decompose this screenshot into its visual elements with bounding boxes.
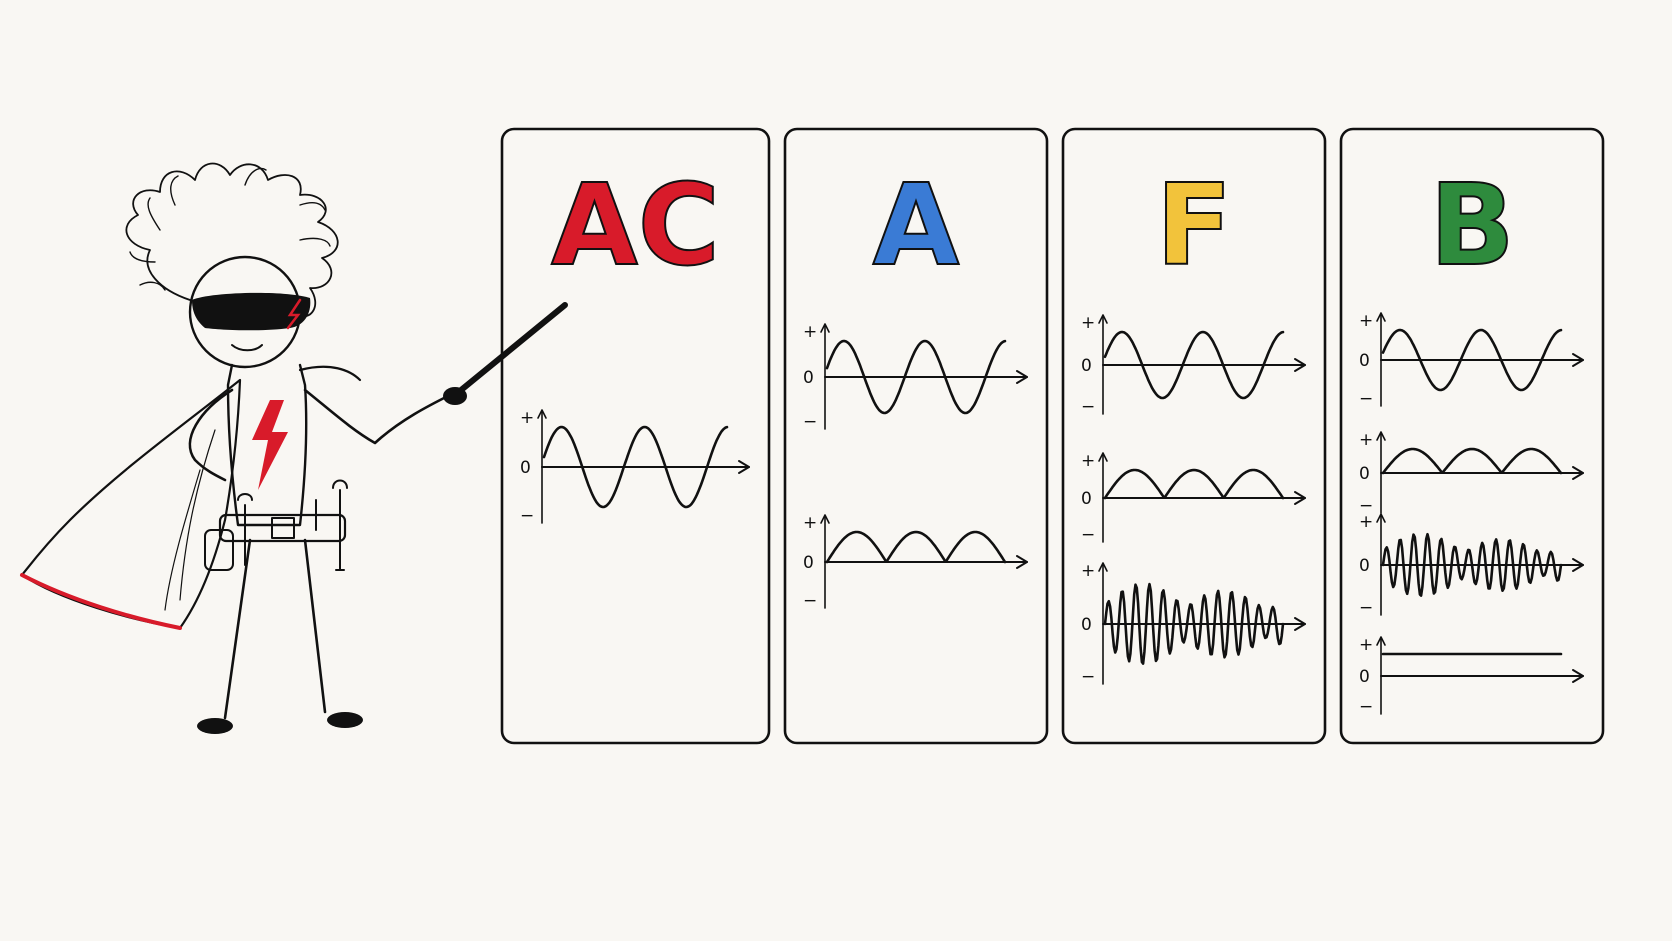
zero-label: 0 — [803, 553, 814, 573]
waveform-graph-sine: +0 − — [1081, 313, 1306, 417]
plus-label: + — [1081, 451, 1095, 471]
waveform-graph-dc: +0 − — [1359, 635, 1584, 717]
x-axis-arrow — [1572, 669, 1584, 683]
minus-label: − — [1359, 496, 1373, 516]
plus-label: + — [1359, 512, 1373, 532]
panel-b: B+0−+0−+0−+0− — [1339, 127, 1605, 745]
sunglasses-icon — [192, 292, 311, 331]
waveform-sine — [1103, 330, 1285, 400]
hair — [125, 162, 339, 318]
x-axis-arrow — [1294, 617, 1306, 631]
x-axis-arrow — [1572, 466, 1584, 480]
waveform-graph-sine: +0 − — [1359, 311, 1584, 409]
plus-label: + — [1359, 430, 1373, 450]
minus-label: − — [1359, 697, 1373, 717]
y-axis-arrow — [1098, 562, 1108, 572]
minus-label: − — [1359, 598, 1373, 618]
zero-label: 0 — [1081, 489, 1092, 509]
minus-label: − — [1081, 525, 1095, 545]
x-axis-arrow — [1016, 555, 1028, 569]
right-arm — [303, 388, 452, 445]
x-axis-arrow — [1016, 370, 1028, 384]
minus-label: − — [520, 506, 534, 526]
y-axis-arrow — [820, 323, 830, 333]
plus-label: + — [1359, 635, 1373, 655]
x-axis-arrow — [1572, 353, 1584, 367]
y-axis-arrow — [1376, 312, 1386, 322]
left-shoe — [197, 718, 233, 734]
minus-label: − — [1081, 667, 1095, 687]
zero-label: 0 — [1081, 615, 1092, 635]
waveform-noisy — [1381, 532, 1563, 597]
waveform-graph-rectified: +0 − — [1081, 451, 1306, 545]
waveform-graph-sine: +0 − — [520, 408, 750, 526]
panel-f: F +0 − +0 − +0 − — [1061, 127, 1327, 745]
panel-letter: A — [873, 161, 960, 291]
y-axis-arrow — [1376, 431, 1386, 441]
waveform-sine — [825, 339, 1007, 415]
panel-letter: AC — [551, 161, 720, 291]
pointer-stick-icon — [443, 302, 568, 405]
smile — [231, 344, 263, 352]
scientist-character — [20, 162, 568, 734]
lightning-bolt-icon — [252, 400, 288, 490]
panel-frame — [1339, 127, 1605, 745]
panels-group: AC+0−A+0−+0−F+0−+0−+0−B+0−+0−+0−+0− — [500, 127, 1605, 745]
waveform-graph-noisy: +0 − — [1359, 512, 1584, 618]
waveform-graph-rectified: +0 − — [803, 513, 1028, 611]
plus-label: + — [1359, 311, 1373, 331]
plus-label: + — [803, 513, 817, 533]
minus-label: − — [803, 412, 817, 432]
waveform-rectified — [1103, 468, 1285, 500]
waveform-rectified — [1381, 447, 1563, 475]
waveform-noisy — [1103, 582, 1285, 665]
minus-label: − — [1359, 389, 1373, 409]
y-axis-arrow — [1098, 452, 1108, 462]
zero-label: 0 — [1359, 667, 1370, 687]
panel-frame — [1061, 127, 1327, 745]
waveform-graph-rectified: +0 − — [1359, 430, 1584, 516]
waveform-graph-noisy: +0 − — [1081, 561, 1306, 687]
y-axis-arrow — [1376, 513, 1386, 523]
plus-label: + — [803, 322, 817, 342]
y-axis-arrow — [1098, 314, 1108, 324]
panel-frame — [783, 127, 1049, 745]
zero-label: 0 — [1359, 556, 1370, 576]
zero-label: 0 — [520, 458, 531, 478]
zero-label: 0 — [1359, 351, 1370, 371]
plus-label: + — [1081, 313, 1095, 333]
waveform-graph-sine: +0 − — [803, 322, 1028, 432]
x-axis-arrow — [1572, 558, 1584, 572]
x-axis-arrow — [1294, 358, 1306, 372]
panel-a: A +0 − +0 − — [783, 127, 1049, 745]
minus-label: − — [803, 591, 817, 611]
left-leg — [223, 538, 252, 720]
y-axis-arrow — [1376, 636, 1386, 646]
panel-letter: F — [1156, 161, 1233, 291]
panel-ac: AC +0 − — [500, 127, 771, 745]
panel-frame — [500, 127, 771, 745]
y-axis-arrow — [820, 514, 830, 524]
tool-belt-icon — [204, 479, 348, 571]
plus-label: + — [1081, 561, 1095, 581]
panel-letter: B — [1429, 161, 1514, 291]
zero-label: 0 — [1359, 464, 1370, 484]
x-axis-arrow — [1294, 491, 1306, 505]
right-shoe — [327, 712, 363, 728]
right-leg — [303, 538, 327, 714]
zero-label: 0 — [1081, 356, 1092, 376]
y-axis-arrow — [537, 409, 547, 419]
minus-label: − — [1081, 397, 1095, 417]
torso — [226, 363, 308, 527]
waveform-rectified — [825, 530, 1007, 564]
waveform-sine — [542, 425, 729, 509]
left-arm — [188, 388, 234, 482]
zero-label: 0 — [803, 368, 814, 388]
x-axis-arrow — [738, 460, 750, 474]
waveform-sine — [1381, 328, 1563, 392]
plus-label: + — [520, 408, 534, 428]
cape-icon — [20, 365, 362, 630]
